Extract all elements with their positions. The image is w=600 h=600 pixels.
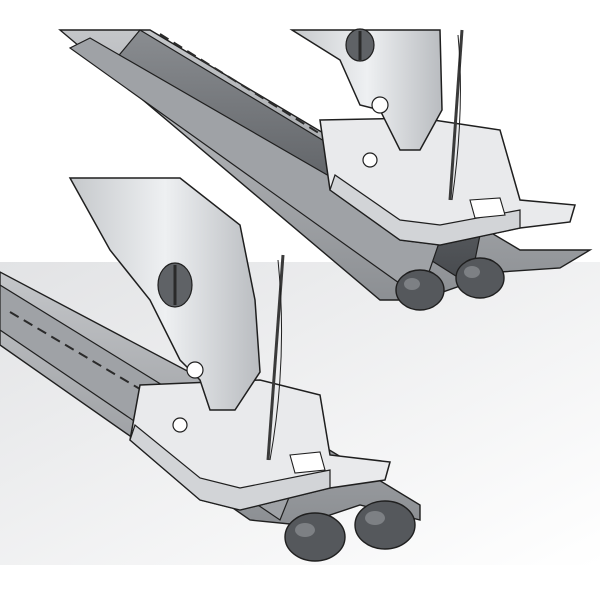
upper-cord-highlight-left (404, 278, 420, 290)
upper-cord-highlight-right (464, 266, 480, 278)
lower-cord-highlight-left (295, 523, 315, 537)
upper-view (58, 28, 593, 311)
upper-foot-shank (289, 29, 443, 151)
upper-presser-foot-sole (329, 174, 521, 246)
lower-foot-groove (289, 451, 326, 474)
lower-presser-foot-sole (129, 423, 331, 511)
lower-cord-end-left (284, 512, 346, 562)
lower-view (0, 177, 421, 562)
upper-stitch-line (159, 33, 331, 141)
lower-shank-hole (186, 361, 204, 379)
lower-stitch-line (9, 311, 151, 396)
lower-cord-highlight-right (365, 511, 385, 525)
lower-cord-end-right (354, 500, 416, 550)
lower-foot-pivot (172, 417, 188, 433)
upper-foot-pivot (362, 152, 378, 168)
upper-thread (451, 34, 461, 201)
upper-cord-end-right (455, 257, 505, 299)
upper-cord-end-left (395, 269, 445, 311)
upper-foot-groove (469, 197, 506, 219)
lower-thread (269, 259, 283, 461)
upper-shank-hole (371, 96, 389, 114)
